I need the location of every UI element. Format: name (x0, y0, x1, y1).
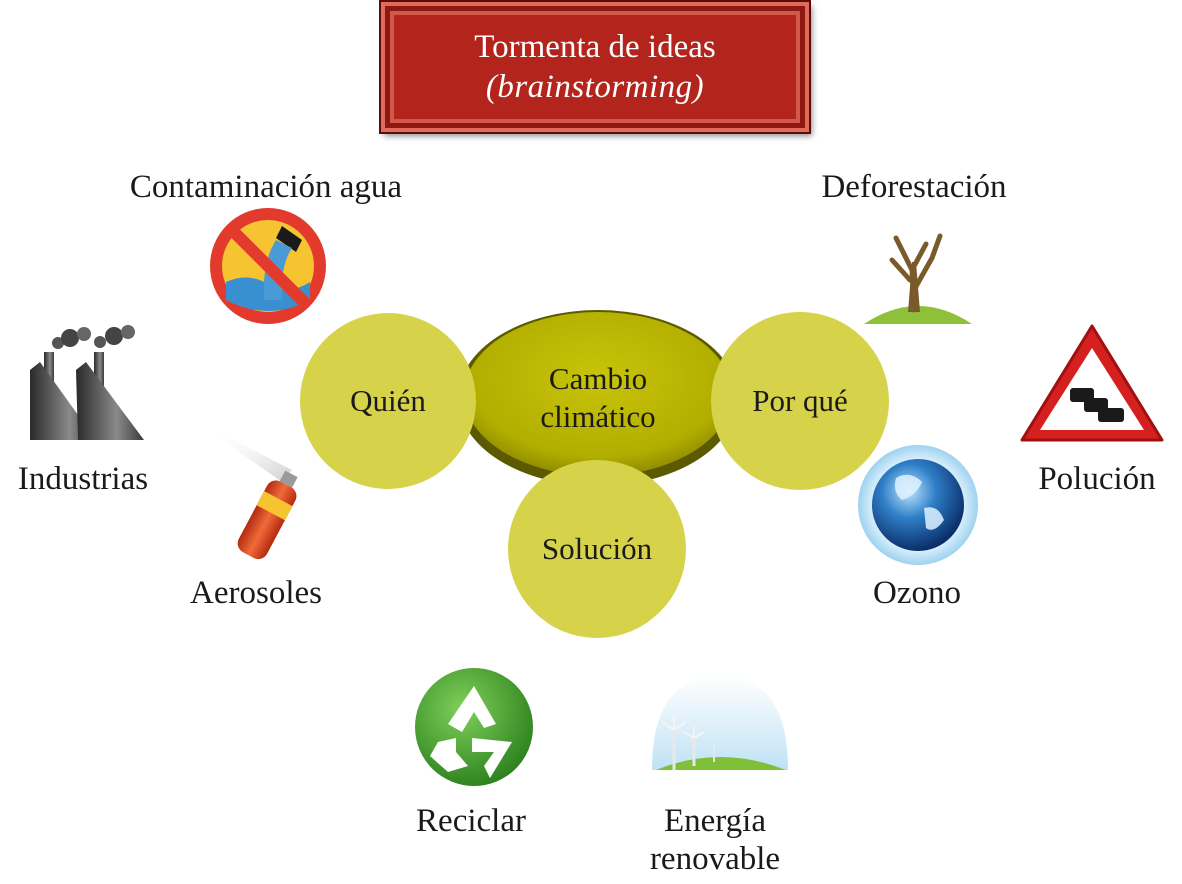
center-line2: climático (540, 399, 656, 434)
bubble-solution-label: Solución (541, 531, 653, 566)
factory-icon (30, 325, 144, 440)
center-ellipse-face (464, 312, 732, 476)
aerosol-icon (214, 430, 298, 560)
label-industries: Industrias (17, 461, 149, 497)
label-deforestation: Deforestación (821, 169, 1007, 205)
bubble-why (711, 312, 889, 490)
bubble-why-label: Por qué (752, 383, 848, 418)
recycle-icon (415, 668, 533, 786)
label-recycle: Reciclar (416, 803, 526, 839)
no-water-pollution-icon (210, 208, 326, 324)
label-pollution: Polución (1038, 461, 1156, 497)
label-water-pollution: Contaminación agua (129, 169, 403, 205)
deforestation-icon (864, 233, 972, 324)
wind-energy-icon (652, 676, 788, 770)
title-subtitle: (brainstorming) (485, 69, 705, 105)
label-renewable-energy-line2: renovable (649, 841, 781, 877)
label-aerosols: Aerosoles (190, 575, 322, 611)
title-main: Tormenta de ideas (474, 29, 716, 65)
title-box: Tormenta de ideas (brainstorming) (379, 0, 811, 134)
bubble-who (300, 313, 476, 489)
center-topic: Cambio climático (488, 360, 708, 436)
globe-icon (858, 445, 978, 565)
label-ozone: Ozono (873, 575, 961, 611)
bubble-who-label: Quién (350, 383, 426, 418)
center-line1: Cambio (548, 361, 648, 396)
bubble-solution (508, 460, 686, 638)
label-renewable-energy-line1: Energía (663, 803, 766, 839)
label-renewable-energy: Energía renovable (630, 802, 800, 878)
traffic-warning-icon (1020, 324, 1164, 442)
